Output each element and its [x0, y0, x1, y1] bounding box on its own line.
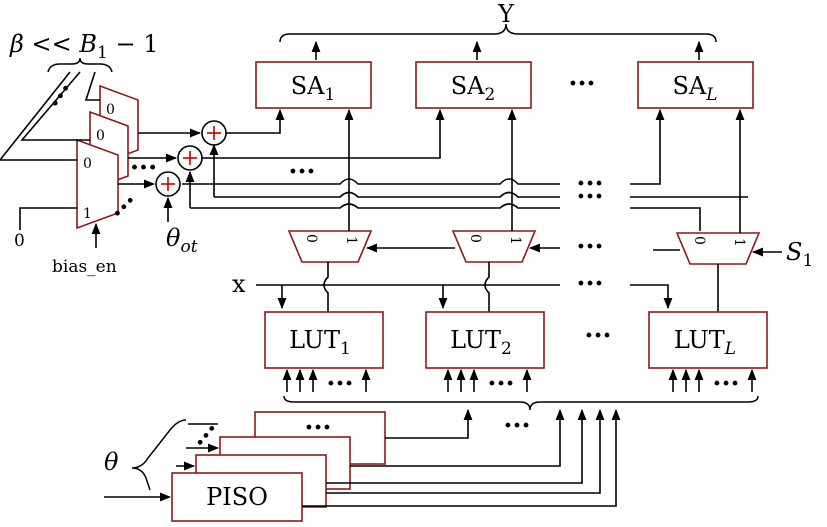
beta-wire-3: [84, 71, 100, 101]
lower-mux-1-zero: 0: [303, 234, 319, 243]
feedback-2-right: [630, 207, 701, 231]
sal-feed: [630, 108, 665, 185]
beta-wire-2: [20, 71, 90, 141]
svg-text:LUT1: LUT1: [289, 326, 351, 359]
lut-1-sub: 1: [340, 339, 351, 359]
svg-text:LUTL: LUTL: [674, 326, 736, 359]
sa-1-name: SA: [291, 72, 325, 100]
lutl-input-dots: ···: [712, 369, 739, 399]
lower-mux-1-one: 1: [343, 236, 359, 245]
lut1-input-dots: ···: [326, 369, 353, 399]
x-label: x: [232, 270, 246, 298]
lower-mux-2: 0 1: [451, 230, 537, 263]
lut2-input-dots: ···: [487, 369, 514, 399]
piso1-out-a: [326, 408, 605, 494]
piso4-out: [385, 408, 473, 439]
piso1-out-b: [302, 408, 621, 507]
piso-label: PISO: [206, 483, 268, 511]
theta-brace: [131, 419, 187, 491]
theta-label: θ: [104, 448, 119, 476]
lut1-inputs: ···: [282, 368, 371, 399]
lut-2-name: LUT: [450, 326, 501, 354]
lut-box-l: LUTL: [648, 311, 768, 369]
feedback-dots-1: ···: [576, 182, 603, 212]
lut-box-2: LUT2: [425, 311, 545, 369]
const-zero-label: 0: [14, 231, 25, 251]
sa-box-2: SA2: [415, 61, 532, 109]
lutl-inputs: ···: [668, 368, 757, 399]
lut-2-sub: 2: [501, 339, 512, 359]
beta-brace: [47, 57, 113, 73]
theta-ot-label: θot: [166, 224, 198, 257]
bias-mux-stack: 0 0 0 1: [76, 84, 139, 230]
lower-mux-l-zero: 0: [691, 236, 707, 245]
lut1-to-mux1: [323, 262, 329, 312]
lut2-to-mux2: [484, 262, 490, 312]
piso2-out: [326, 408, 587, 484]
lower-mux-l-one: 1: [731, 238, 747, 247]
adder-3: [155, 171, 181, 197]
bias-mux-2-zero: 0: [96, 128, 105, 144]
piso-out-dots: ···: [503, 411, 530, 441]
const-zero-wire: [19, 207, 77, 230]
output-brace: [279, 23, 717, 43]
lut2-inputs: ···: [443, 368, 532, 399]
svg-text:SA1: SA1: [291, 72, 336, 105]
sa-2-name: SA: [451, 72, 485, 100]
adder-1: [201, 120, 227, 146]
bias-mux-1-zero: 0: [83, 156, 92, 172]
feedback-1-line: [214, 191, 560, 198]
lower-mux-l: 0 1: [675, 232, 761, 265]
feedback-2-line: [190, 203, 560, 209]
svg-text:SAL: SAL: [672, 72, 717, 105]
sa-box-1: SA1: [255, 61, 372, 109]
adder3-to-sal: [182, 178, 560, 185]
lut-ellipsis: ···: [584, 321, 611, 351]
sa-ellipsis: ···: [568, 69, 595, 99]
sa-2-sub: 2: [484, 85, 495, 105]
bias-en-label: bias_en: [52, 257, 117, 277]
svg-text:LUT2: LUT2: [450, 326, 512, 359]
adder-row-dots: ···: [288, 157, 315, 187]
bias-mux-1-one: 1: [83, 206, 92, 222]
output-label: Y: [497, 0, 515, 28]
bias-mux-3-zero: 0: [106, 102, 115, 118]
adder1-to-sa1: [226, 108, 285, 134]
sa-box-l: SAL: [637, 61, 754, 109]
beta-label: β << B1 − 1: [9, 30, 158, 63]
adder-2: [177, 145, 203, 171]
s1-label: S1: [786, 238, 813, 271]
adder2-to-sa2: [202, 108, 445, 159]
lut-box-1: LUT1: [264, 311, 384, 369]
piso3-out: [350, 408, 565, 467]
x-bus-dots: ···: [576, 269, 603, 299]
sa-l-sub: L: [705, 85, 717, 105]
beta-wire-1: [0, 71, 77, 161]
lower-mux-2-one: 1: [507, 236, 523, 245]
lut-input-brace: [283, 395, 759, 411]
svg-text:SA2: SA2: [451, 72, 496, 105]
sal-row-dots: ···: [576, 169, 603, 199]
s1-bus-dots: ···: [576, 232, 603, 262]
mux-dots-1: ···: [130, 153, 157, 183]
x-bus-right: [630, 284, 673, 310]
lower-mux-2-zero: 0: [467, 234, 483, 243]
lower-mux-1: 0 1: [287, 230, 373, 263]
lut-l-sub: L: [724, 339, 736, 359]
sa-l-name: SA: [672, 72, 706, 100]
sa-1-sub: 1: [324, 85, 335, 105]
lut-l-name: LUT: [674, 326, 725, 354]
lut-1-name: LUT: [289, 326, 340, 354]
